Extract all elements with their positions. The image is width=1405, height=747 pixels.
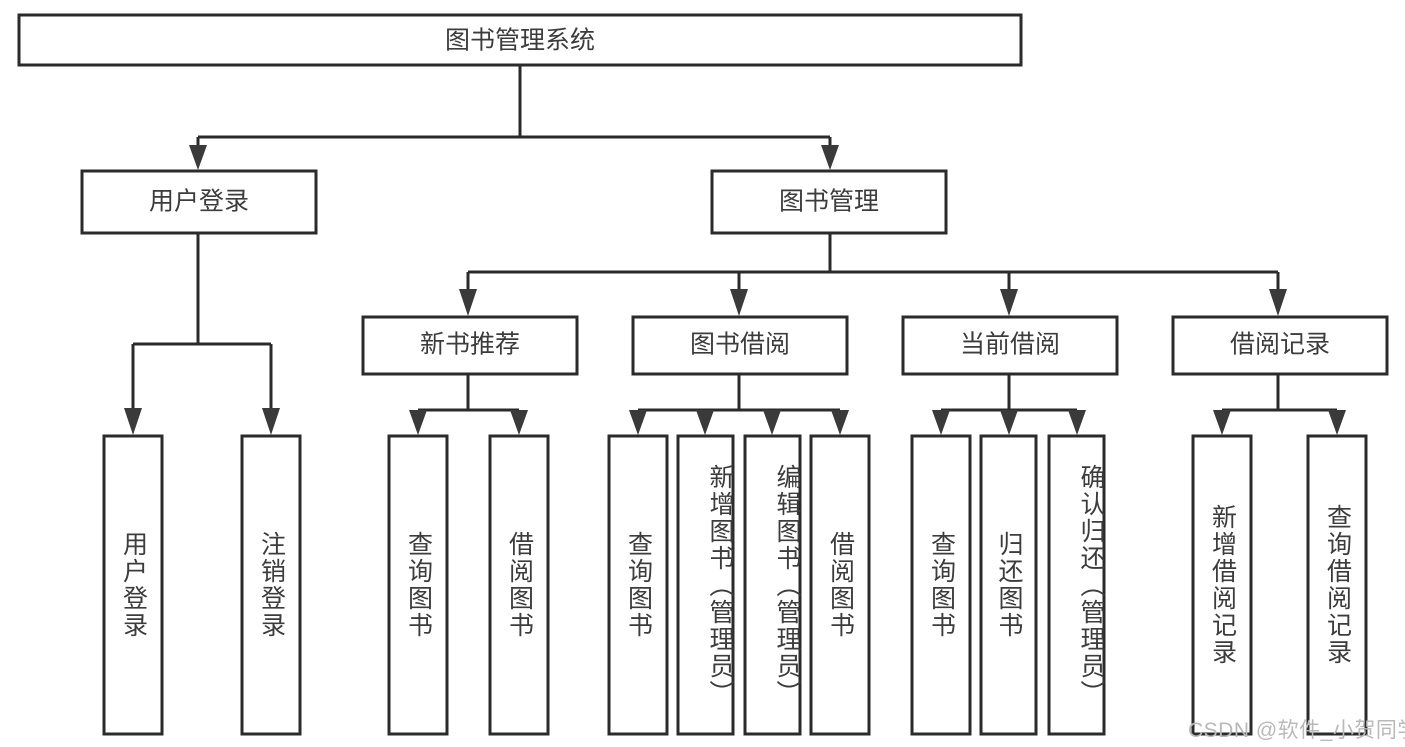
arrow-head-leaf-confirm-return	[1068, 410, 1086, 435]
arrow-head-leaf-borrow-book-1	[510, 410, 528, 435]
node-leaf-query-book-3[interactable]	[910, 434, 972, 736]
node-leaf-query-book-1[interactable]	[387, 434, 449, 736]
node-new-book-recommend-label: 新书推荐	[420, 331, 520, 359]
node-current-borrow-label: 当前借阅	[960, 331, 1060, 359]
arrow-head-borrow-record	[1269, 289, 1287, 316]
node-leaf-logout-login[interactable]	[240, 434, 302, 736]
arrow-head-leaf-query-book-1	[409, 410, 427, 435]
node-user-login-label: 用户登录	[149, 188, 249, 216]
arrow-head-book-mgmt	[821, 145, 839, 170]
node-leaf-add-record[interactable]	[1191, 434, 1253, 736]
node-leaf-add-book[interactable]	[676, 434, 735, 736]
arrow-head-current-borrow	[1000, 289, 1018, 316]
node-leaf-query-book-2[interactable]	[607, 434, 669, 736]
node-borrow-record-label: 借阅记录	[1230, 331, 1330, 359]
node-root[interactable]: 图书管理系统	[17, 13, 1023, 67]
arrow-head-leaf-query-book-3	[932, 410, 950, 435]
node-leaf-query-record[interactable]	[1306, 434, 1368, 736]
arrow-head-leaf-return-book	[1000, 410, 1018, 435]
node-borrow-record[interactable]: 借阅记录	[1171, 315, 1389, 376]
connector-layer	[124, 66, 1346, 435]
node-leaf-confirm-return[interactable]	[1047, 434, 1106, 736]
node-book-borrow[interactable]: 图书借阅	[631, 315, 849, 376]
node-layer: 图书管理系统 用户登录 图书管理 新书推荐 图书借阅	[17, 13, 1389, 736]
watermark-text: CSDN @软件_小贺同学	[1188, 719, 1405, 742]
arrow-head-leaf-query-record	[1328, 410, 1346, 435]
arrow-head-leaf-edit-book	[763, 410, 781, 435]
arrow-head-leaf-borrow-book-2	[831, 410, 849, 435]
node-leaf-return-book[interactable]	[979, 434, 1038, 736]
arrow-head-leaf-add-record	[1213, 410, 1231, 435]
arrow-head-new-book-recommend	[459, 289, 477, 316]
node-book-borrow-label: 图书借阅	[690, 331, 790, 359]
arrow-head-leaf-add-book	[696, 410, 714, 435]
node-book-management[interactable]: 图书管理	[710, 169, 948, 235]
node-book-management-label: 图书管理	[779, 188, 879, 216]
arrow-head-leaf-logout-login	[262, 408, 280, 435]
arrow-head-book-borrow	[730, 289, 748, 316]
arrow-head-leaf-user-login	[124, 408, 142, 435]
arrow-head-user-login	[189, 145, 207, 170]
arrow-head-leaf-query-book-2	[629, 410, 647, 435]
node-leaf-borrow-book-1[interactable]	[488, 434, 550, 736]
node-root-label: 图书管理系统	[445, 27, 595, 55]
node-current-borrow[interactable]: 当前借阅	[901, 315, 1119, 376]
node-leaf-edit-book[interactable]	[743, 434, 802, 736]
node-leaf-borrow-book-2[interactable]	[809, 434, 871, 736]
node-new-book-recommend[interactable]: 新书推荐	[361, 315, 579, 376]
node-leaf-user-login[interactable]	[102, 434, 164, 736]
node-user-login[interactable]: 用户登录	[80, 169, 318, 235]
